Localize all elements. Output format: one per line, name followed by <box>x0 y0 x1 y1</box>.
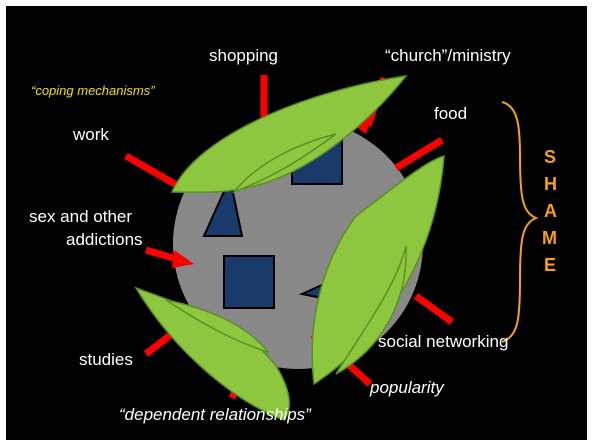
shame-letter-e: E <box>544 255 557 275</box>
shame-letter-m: M <box>542 228 557 248</box>
leaf-top-fold <box>231 133 337 194</box>
label-shopping: shopping <box>209 46 279 65</box>
label-social-networking: social networking <box>378 332 509 351</box>
blue-square-center <box>223 255 275 309</box>
leaf-top <box>170 74 408 194</box>
arrow-work <box>124 152 184 192</box>
leaf-right-fold <box>335 245 407 375</box>
label-dependent-relationships: “dependent relationships” <box>119 405 311 424</box>
arrow-food <box>394 137 444 171</box>
label-sex-line2: addictions <box>66 230 143 249</box>
label-sex-line1: sex and other <box>29 207 133 226</box>
label-food: food <box>434 104 468 123</box>
label-popularity: popularity <box>370 378 444 397</box>
label-studies: studies <box>79 350 133 369</box>
label-church-ministry: “church”/ministry <box>385 46 511 65</box>
shame-letter-h: H <box>544 174 557 194</box>
slide: shopping “church”/ministry “coping mecha… <box>6 6 587 440</box>
arrow-social <box>413 293 455 325</box>
shame-letter-s: S <box>544 147 557 167</box>
cycle-diagram <box>124 74 539 421</box>
shame-letter-a: A <box>544 201 557 221</box>
label-work: work <box>73 125 109 144</box>
leaves <box>134 74 445 421</box>
label-coping-mechanisms: “coping mechanisms” <box>31 83 155 98</box>
shame-brace <box>501 101 539 343</box>
blue-triangle-left <box>202 174 244 237</box>
leaf-bottom-fold <box>165 299 271 354</box>
arrow-sex-head <box>172 250 194 268</box>
